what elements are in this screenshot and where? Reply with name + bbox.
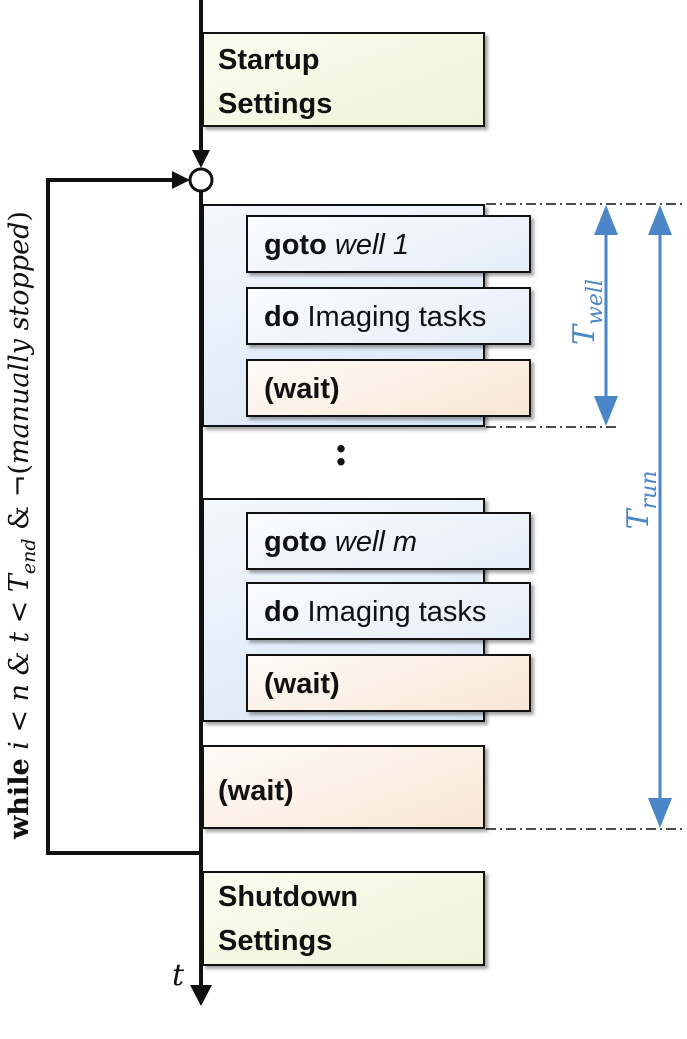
shutdown-line1: Shutdown	[218, 881, 359, 913]
wait-last-box: (wait)	[246, 654, 531, 712]
shutdown-settings-box: Shutdown Settings	[202, 871, 485, 966]
goto-well-last-box: goto well m	[246, 512, 531, 570]
time-axis-top-arrowhead	[192, 150, 210, 168]
loop-condition-label: while i < n & t < Tend & ¬(manually stop…	[4, 211, 40, 840]
goto-well-last-label: goto well m	[264, 526, 418, 558]
t-well-label: Twell	[567, 279, 608, 345]
startup-line1: Startup	[218, 44, 320, 76]
goto-well-first-label: goto well 1	[264, 229, 410, 261]
time-axis-arrowhead	[190, 985, 212, 1006]
do-imaging-first-label: do Imaging tasks	[264, 301, 487, 333]
run-wait-box: (wait)	[202, 745, 485, 829]
t-run-label: Trun	[621, 471, 662, 530]
startup-line2: Settings	[218, 88, 333, 120]
loop-back-arrowhead	[172, 171, 190, 189]
loop-junction-circle	[188, 167, 214, 193]
run-wait-label: (wait)	[218, 775, 294, 807]
ellipsis: :	[334, 428, 349, 475]
do-imaging-last-box: do Imaging tasks	[246, 582, 531, 640]
time-axis-label: t	[172, 958, 185, 993]
loop-back-path	[46, 178, 201, 855]
goto-well-first-box: goto well 1	[246, 215, 531, 273]
wait-first-label: (wait)	[264, 373, 340, 405]
wait-first-box: (wait)	[246, 359, 531, 417]
do-imaging-last-label: do Imaging tasks	[264, 596, 487, 628]
startup-settings-box: Startup Settings	[202, 32, 485, 127]
do-imaging-first-box: do Imaging tasks	[246, 287, 531, 345]
shutdown-line2: Settings	[218, 925, 333, 957]
wait-last-label: (wait)	[264, 668, 340, 700]
